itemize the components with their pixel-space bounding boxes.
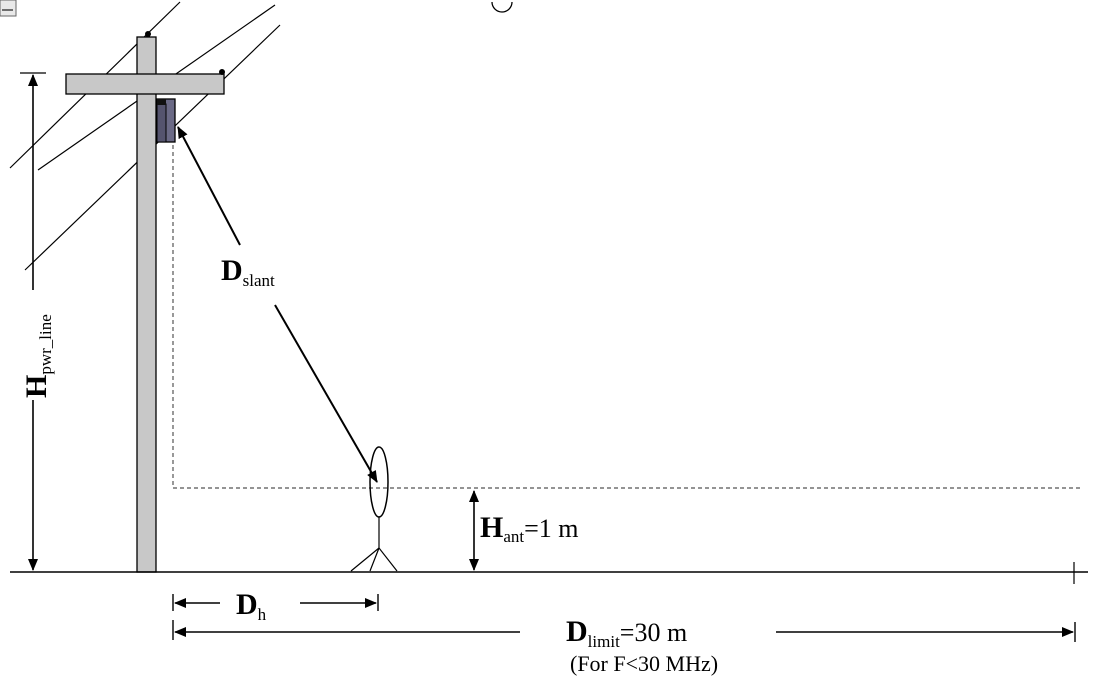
d-slant-arrow-to-box <box>177 126 241 246</box>
d-h-label: Dh <box>236 588 267 624</box>
tripod-leg-center <box>369 547 380 572</box>
equipment-box-front <box>156 103 167 143</box>
equipment-box-top <box>157 99 166 105</box>
corner-box-artifact <box>0 0 17 17</box>
tripod-leg-right <box>378 547 398 572</box>
h-ant-label: Hant=1 m <box>480 511 579 546</box>
loop-antenna <box>369 446 389 518</box>
d-slant-arrow-to-antenna <box>274 304 378 483</box>
tripod-leg-left <box>350 547 380 572</box>
d-limit-label: Dlimit=30 m <box>566 615 687 651</box>
insulator-dot-right <box>219 69 225 75</box>
cross-arm <box>65 73 225 95</box>
top-circle-artifact <box>491 1 513 13</box>
utility-pole <box>136 36 157 573</box>
insulator-dot-top <box>145 31 151 37</box>
frequency-note: (For F<30 MHz) <box>570 651 718 676</box>
h-pwr-line-label: Hpwr_line <box>20 314 55 398</box>
d-slant-label: Dslant <box>221 254 275 290</box>
